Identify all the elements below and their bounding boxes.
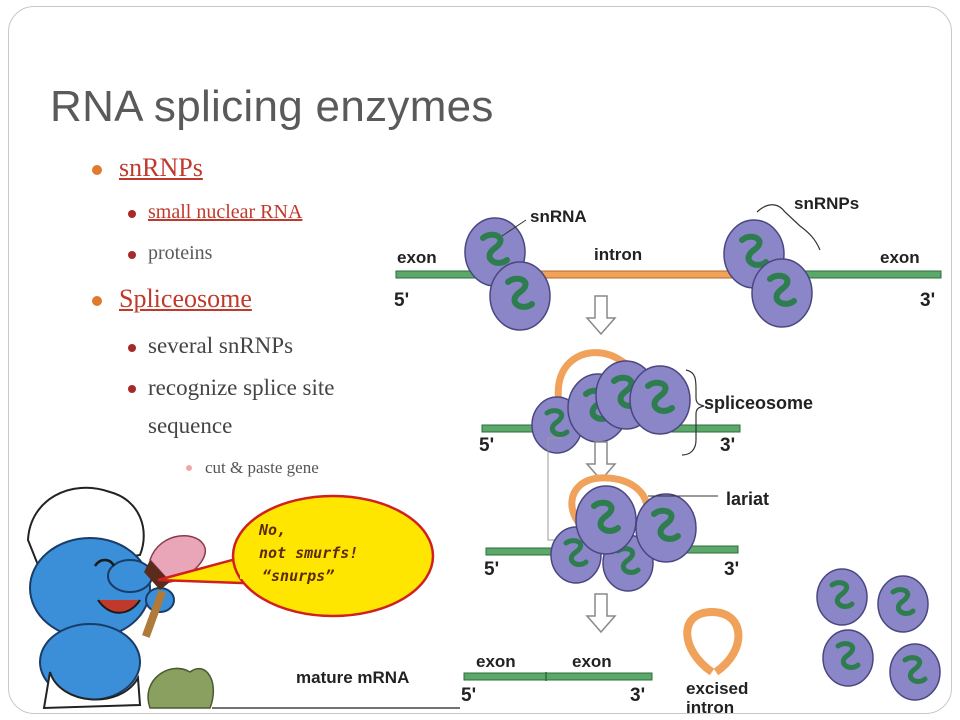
snrna-pointer bbox=[501, 219, 527, 237]
speech-bubble: No, not smurfs! “snurps” bbox=[157, 494, 435, 618]
bullet-recognize-line1: recognize splice site bbox=[148, 375, 335, 400]
label-5prime-top: 5' bbox=[394, 290, 409, 311]
label-lariat: lariat bbox=[726, 489, 769, 509]
label-intron: intron bbox=[594, 245, 642, 264]
bubble-line2: not smurfs! bbox=[259, 544, 358, 562]
label-excised-intron: intron bbox=[686, 698, 734, 717]
label-exon-2: exon bbox=[572, 652, 612, 671]
snrnp-protein bbox=[630, 366, 690, 434]
label-5prime-middle: 5' bbox=[479, 435, 494, 456]
bullet-cut-paste: cut & paste gene bbox=[205, 458, 319, 477]
snrnp-protein bbox=[636, 494, 696, 562]
label-exon-1: exon bbox=[476, 652, 516, 671]
popsicle-chocolate bbox=[144, 560, 170, 590]
label-exon-left: exon bbox=[397, 248, 437, 267]
bullet-dot bbox=[186, 465, 192, 471]
stage-lariat: lariat 5' 3' bbox=[484, 437, 769, 591]
label-exon-right: exon bbox=[880, 248, 920, 267]
label-snrna: snRNA bbox=[530, 207, 587, 226]
stage-pre-mrna: snRNA snRNPs exon intron exon 5' 3' bbox=[394, 194, 942, 330]
spliceosome-bracket bbox=[681, 369, 705, 456]
snrnp-protein bbox=[890, 644, 940, 700]
bullet-dot bbox=[128, 251, 136, 259]
snrnp-protein bbox=[878, 576, 928, 632]
snrnp-protein bbox=[823, 630, 873, 686]
stage-mature-mrna: exon exon mature mRNA 5' 3' bbox=[212, 652, 653, 709]
smurf-eye bbox=[93, 558, 116, 567]
bullet-snrnps[interactable]: snRNPs bbox=[119, 153, 203, 182]
bullet-dot bbox=[92, 165, 102, 175]
bullet-recognize-line2: sequence bbox=[148, 413, 233, 438]
snrnp-protein bbox=[817, 569, 867, 625]
stage-spliceosome: spliceosome 5' 3' bbox=[479, 349, 813, 456]
exon-right-strand bbox=[795, 270, 942, 279]
smurf-mouth bbox=[97, 599, 141, 614]
arrow-down-1 bbox=[586, 295, 616, 335]
label-3prime-middle: 3' bbox=[720, 435, 735, 456]
bullet-proteins: proteins bbox=[148, 242, 213, 264]
smurf-pants bbox=[42, 671, 142, 710]
arrow-down-3 bbox=[586, 593, 616, 633]
bullet-small-nuclear-rna[interactable]: small nuclear RNA bbox=[148, 201, 303, 223]
bullet-dot bbox=[92, 296, 102, 306]
label-3prime-top: 3' bbox=[920, 290, 935, 311]
label-snrnps-top: snRNPs bbox=[794, 194, 859, 213]
snrnp-protein bbox=[752, 259, 812, 327]
snrnp-protein bbox=[490, 262, 550, 330]
label-3prime-bottom: 3' bbox=[630, 685, 645, 706]
bubble-tail-cover bbox=[240, 555, 266, 579]
arrow-down-2 bbox=[586, 441, 616, 481]
bubble-line1: No, bbox=[258, 521, 286, 539]
bullet-dot bbox=[128, 385, 136, 393]
snrnps-brace bbox=[756, 204, 821, 251]
bubble-body bbox=[231, 494, 435, 618]
bush bbox=[147, 667, 215, 709]
bullet-spliceosome[interactable]: Spliceosome bbox=[119, 284, 252, 313]
popsicle-stick bbox=[142, 590, 166, 638]
snrnp-protein bbox=[576, 486, 636, 554]
mature-mrna-strand bbox=[463, 672, 653, 681]
label-3prime-lariat: 3' bbox=[724, 559, 739, 580]
bubble-line3: “snurps” bbox=[262, 567, 334, 585]
excised-intron: excised intron bbox=[683, 607, 748, 717]
label-spliceosome: spliceosome bbox=[704, 393, 813, 413]
bullet-dot bbox=[128, 210, 136, 218]
smurf-illustration bbox=[26, 486, 215, 710]
label-excised: excised bbox=[686, 679, 748, 698]
excised-lariat bbox=[683, 607, 743, 676]
label-5prime-lariat: 5' bbox=[484, 559, 499, 580]
bullet-several-snrnps: several snRNPs bbox=[148, 333, 294, 358]
bullet-dot bbox=[128, 344, 136, 352]
slide-title: RNA splicing enzymes bbox=[50, 82, 494, 131]
free-snrnps bbox=[817, 569, 940, 700]
label-mature-mrna: mature mRNA bbox=[296, 668, 409, 687]
label-5prime-bottom: 5' bbox=[461, 685, 476, 706]
